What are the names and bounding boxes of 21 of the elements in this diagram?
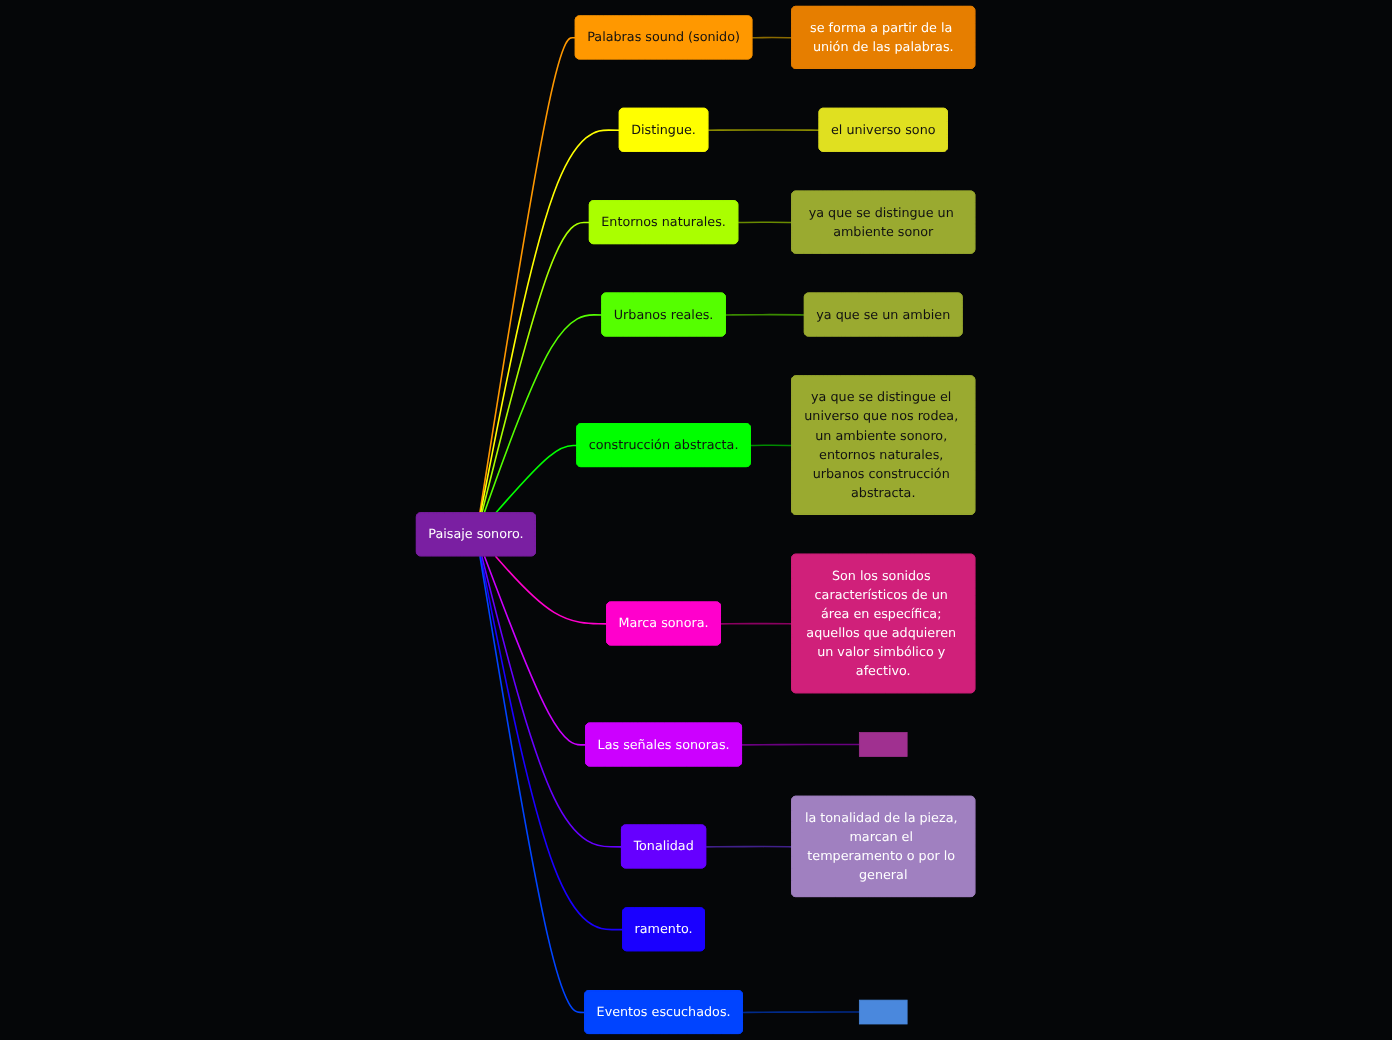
connector bbox=[480, 129, 621, 515]
connector bbox=[705, 845, 794, 848]
connector bbox=[479, 37, 577, 515]
connector bbox=[741, 743, 861, 746]
connector bbox=[750, 444, 794, 447]
connector bbox=[480, 555, 625, 931]
connector bbox=[495, 555, 609, 625]
node-box bbox=[859, 999, 908, 1025]
connector bbox=[720, 622, 794, 625]
connector bbox=[479, 555, 587, 1014]
connector bbox=[481, 555, 624, 848]
connector bbox=[737, 221, 794, 224]
connector bbox=[481, 221, 591, 515]
node-box bbox=[859, 732, 908, 757]
connector bbox=[742, 1011, 861, 1014]
connector bbox=[484, 555, 588, 746]
connector bbox=[751, 36, 794, 39]
connector bbox=[707, 129, 821, 131]
connector bbox=[495, 444, 579, 515]
connector bbox=[483, 314, 604, 515]
connector bbox=[725, 313, 806, 316]
